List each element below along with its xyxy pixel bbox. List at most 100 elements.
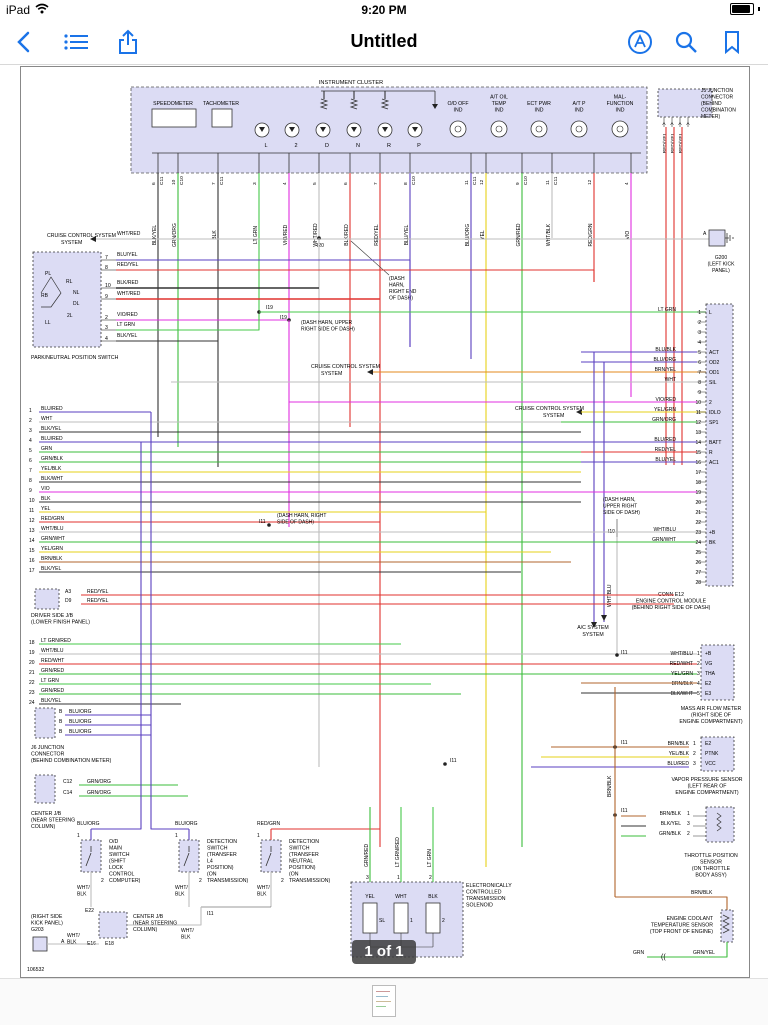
shift-led-label: R xyxy=(387,143,391,149)
j5-wire-label: RED/YEL xyxy=(670,132,676,153)
splice-label: I11 xyxy=(621,650,628,656)
g203-pin: A xyxy=(61,939,65,945)
connector-pin: 23 xyxy=(29,690,35,696)
wire-label: WHT/BLK xyxy=(546,223,552,246)
ecm-pin-label: BATT xyxy=(709,440,721,446)
ect-label: (TOP FRONT OF ENGINE) xyxy=(650,929,713,935)
wire-label: WHT xyxy=(665,377,676,383)
splice-point xyxy=(267,523,271,527)
ac-system-label: A/C SYSTEM xyxy=(577,625,608,631)
led-diode-icon xyxy=(320,127,326,132)
indicator-label: A/T OIL xyxy=(490,95,508,101)
maf-pin-label: VG xyxy=(705,661,712,667)
od-main-switch-label: MAIN xyxy=(109,846,122,852)
detection-switch-l4-label: SWITCH xyxy=(207,846,228,852)
maf-pin: 3 xyxy=(697,671,700,677)
maf-meter-box xyxy=(700,644,735,701)
ecm-label: ENGINE CONTROL MODULE xyxy=(636,599,707,605)
search-icon[interactable] xyxy=(672,28,700,56)
status-bar: iPad 9:20 PM xyxy=(0,0,768,20)
ecm-pin: 7 xyxy=(698,370,701,376)
park-switch-pin: 10 xyxy=(105,283,111,289)
resistor-icon xyxy=(319,98,329,110)
wire-label: LT GRN xyxy=(41,678,59,684)
splice-note: SIDE OF DASH) xyxy=(603,510,640,516)
arrow-left-icon xyxy=(576,409,582,415)
ecm-pin: 28 xyxy=(695,580,701,586)
wire-label: WHT/BLU xyxy=(607,584,613,607)
pin-label: C11 xyxy=(219,176,225,185)
ect-label: ENGINE COOLANT xyxy=(667,916,714,922)
maf-label: ENGINE COMPARTMENT) xyxy=(679,719,742,725)
vps-pin-label: E2 xyxy=(705,741,711,747)
pin-label: 3 xyxy=(252,182,258,185)
od-main-switch-label: (SHIFT xyxy=(109,859,127,865)
wire-label: BLU/BLK xyxy=(655,347,676,353)
solenoid-coil xyxy=(393,902,409,934)
wire-label: BLU/YEL xyxy=(655,457,676,463)
tps-pin: 3 xyxy=(687,821,690,827)
wire-label: BLU/RED xyxy=(654,437,676,443)
connector-pin: 9 xyxy=(29,488,32,494)
center-jb-label: COLUMN) xyxy=(31,824,55,830)
g200-label: PANEL) xyxy=(712,268,730,274)
park-switch-pin: 7 xyxy=(105,255,108,261)
vapor-pressure-sensor-box xyxy=(700,736,735,772)
share-icon[interactable] xyxy=(114,28,142,56)
splice-label: I11 xyxy=(207,911,214,917)
od-main-switch-box xyxy=(80,839,102,873)
wire-label: BLU/ORG xyxy=(69,709,92,715)
wire-label: YEL/GRN xyxy=(671,671,693,677)
j6-label: J6 JUNCTION xyxy=(31,745,64,751)
switch-pin: 2 xyxy=(199,878,202,884)
throttle-position-sensor-box xyxy=(705,806,735,843)
ecm-pin: 23 xyxy=(695,530,701,536)
switch-pin: 1 xyxy=(257,833,260,839)
park-switch-pin-label: RB xyxy=(41,293,49,299)
switch-contact-icon xyxy=(183,846,190,867)
splice-note: (DASH HARN, RIGHT xyxy=(277,513,326,519)
wire-segment xyxy=(150,412,189,830)
wire-label: BLK xyxy=(41,496,51,502)
splice-note: SIDE OF DASH) xyxy=(277,520,314,526)
wire-label: YEL/GRN xyxy=(654,407,676,413)
g200-label: G200 xyxy=(715,255,727,261)
wire-segment xyxy=(116,269,595,282)
device-name: iPad xyxy=(6,3,31,17)
document-title: Untitled xyxy=(350,31,418,51)
connector-pin: 24 xyxy=(29,700,35,706)
ecm-pin: 18 xyxy=(695,480,701,486)
pin-label: C11 xyxy=(472,176,478,185)
connector-pin: 19 xyxy=(29,650,35,656)
page-thumbnail[interactable] xyxy=(372,985,396,1017)
cruise-control-label: SYSTEM xyxy=(543,413,564,419)
ecm-pin: 20 xyxy=(695,500,701,506)
pin-label: C10 xyxy=(179,176,185,185)
wire-label: BLU/YEL xyxy=(117,252,138,258)
bookmark-icon[interactable] xyxy=(718,28,746,56)
speedometer-label: SPEEDOMETER xyxy=(153,101,193,107)
detection-switch-neutral-box xyxy=(260,839,282,873)
ecm-pin: 9 xyxy=(698,390,701,396)
wire-label: BLU/ORG xyxy=(465,224,471,247)
wire-segment xyxy=(40,276,62,308)
lamp-filament-icon xyxy=(535,125,543,133)
solenoid-wire-color: YEL xyxy=(365,894,375,900)
markup-icon[interactable] xyxy=(626,28,654,56)
park-switch-pin: 2 xyxy=(105,315,108,321)
splice-label: I20 xyxy=(317,243,324,249)
ac-system-label: SYSTEM xyxy=(582,632,603,638)
wire-label: GRN/RED xyxy=(364,844,370,867)
od-main-switch-label: O/D xyxy=(109,839,118,845)
list-icon[interactable] xyxy=(62,28,90,56)
indicator-label: MAL- xyxy=(614,95,627,101)
battery-icon xyxy=(730,3,760,15)
ecm-pin-label: IDLO xyxy=(709,410,721,416)
center-jb2-pin: E22 xyxy=(85,908,94,914)
splice-label: I11 xyxy=(621,808,628,814)
pin-label: 5 xyxy=(312,182,318,185)
back-icon[interactable] xyxy=(10,28,38,56)
detection-switch-neutral-label: DETECTION xyxy=(289,839,319,845)
wire-label: BLK/YEL xyxy=(661,821,682,827)
